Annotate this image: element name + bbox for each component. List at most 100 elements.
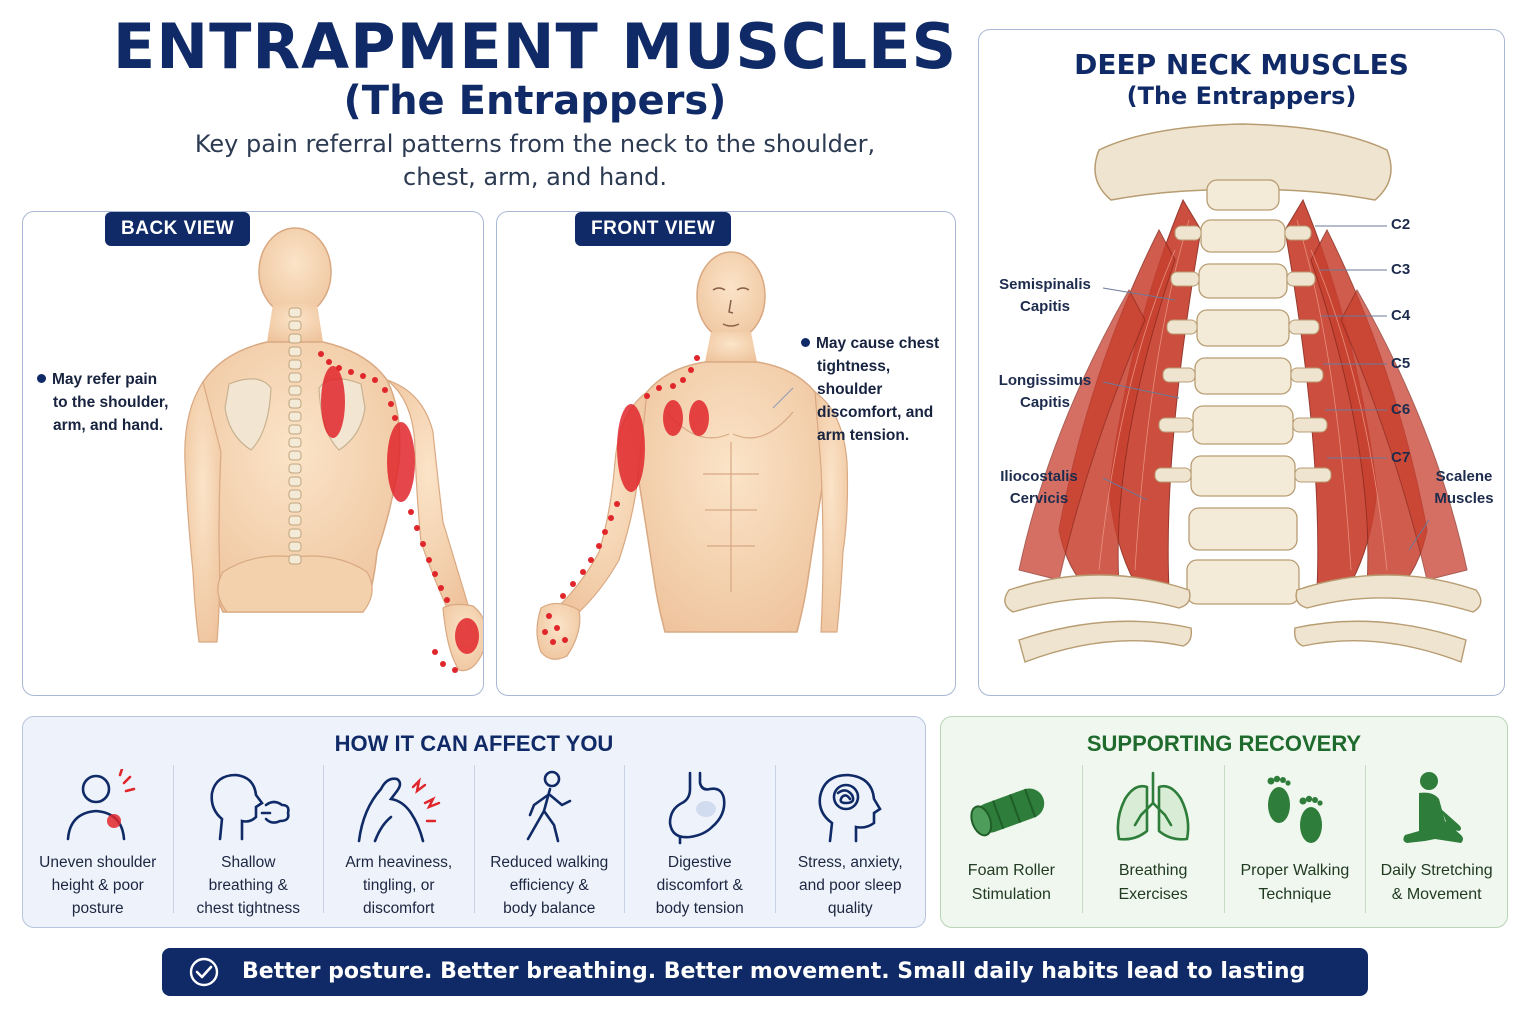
arm-tingling-icon [357,777,440,843]
item-line: efficiency & [509,877,589,894]
shoulder-pain-icon [66,769,136,841]
note-line: May refer pain [52,371,158,388]
label-line: Scalene [1435,468,1493,485]
label-line: Longissimus [998,372,1092,389]
recovery-title: SUPPORTING RECOVERY [1086,731,1362,756]
head-shape [696,251,766,341]
item-line: height & poor [51,877,144,894]
page-subtitle: (The Entrappers) [343,78,727,124]
back-view-panel: BACK VIEW May refer pain to the shoulder… [22,211,484,696]
affect-item-digestive: Digestive discomfort & body tension [625,765,776,917]
affect-title: HOW IT CAN AFFECT YOU [334,731,614,756]
item-line: body tension [655,900,744,917]
neck-anatomy-illustration [1004,123,1482,663]
item-line: Stimulation [971,886,1051,903]
recovery-section: SUPPORTING RECOVERY Foam Roller Stimulat… [940,716,1508,928]
label-c2: C2 [1391,216,1411,233]
bottom-banner: Better posture. Better breathing. Better… [162,948,1368,1024]
front-view-panel: FRONT VIEW May cause chest tightness, sh… [496,211,956,696]
item-line: Technique [1258,886,1332,903]
tagline-line: Key pain referral patterns from the neck… [194,130,876,158]
note-line: arm, and hand. [53,417,164,434]
label-c5: C5 [1391,355,1411,372]
recovery-item-foam-roller: Foam Roller Stimulation [941,765,1083,913]
stress-head-icon [818,773,883,843]
note-line: arm tension. [817,427,910,444]
item-line: & Movement [1391,886,1482,903]
item-line: discomfort [363,900,435,917]
affect-section: HOW IT CAN AFFECT YOU Uneven shoulder he… [22,716,926,928]
note-line: to the shoulder, [53,394,169,411]
label-leader-lines [1102,225,1430,551]
label-c4: C4 [1391,307,1411,324]
recovery-item-walking: Proper Walking Technique [1225,765,1367,913]
spine [288,307,302,565]
item-line: discomfort & [656,877,743,894]
recovery-item-stretching: Daily Stretching & Movement [1366,765,1507,913]
label-longissimus-capitis: Longissimus Capitis [993,370,1097,414]
affect-item-walking: Reduced walking efficiency & body balanc… [475,765,625,917]
front-view-label: FRONT VIEW [575,212,732,246]
label-c3: C3 [1391,261,1411,278]
tagline: Key pain referral patterns from the neck… [150,128,920,194]
item-line: Exercises [1118,886,1188,903]
item-line: Digestive [667,854,732,871]
item-line: Uneven shoulder [39,854,157,871]
bullet-dot [37,374,46,383]
right-arm-shape [814,390,849,633]
label-line: Muscles [1434,490,1494,507]
label-iliocostalis-cervicis: Iliocostalis Cervicis [987,466,1091,510]
footprints-icon [1267,775,1323,843]
item-line: quality [827,900,873,917]
item-line: body balance [503,900,596,917]
neck-shape [705,332,757,362]
note-pointer [772,387,794,409]
pelvis-shape [217,555,373,613]
right-muscle-group [1284,198,1468,591]
muscle-fibres [1098,219,1388,571]
check-circle-icon [189,957,219,987]
item-line: Stress, anxiety, [797,854,903,871]
label-scalene-muscles: Scalene Muscles [1423,466,1504,510]
label-c6: C6 [1391,401,1411,418]
deep-neck-panel: DEEP NECK MUSCLES (The Entrappers) Semis… [978,29,1505,696]
bullet-dot [801,338,810,347]
left-scapula [224,378,272,451]
front-view-figure [536,251,849,660]
back-view-figure [184,227,483,673]
label-semispinalis-capitis: Semispinalis Capitis [993,274,1097,318]
item-line: Daily Stretching [1380,862,1493,879]
label-line: Iliocostalis [1000,468,1078,485]
breathing-icon [210,773,290,841]
affect-item-stress: Stress, anxiety, and poor sleep quality [776,765,926,917]
note-line: discomfort, and [817,404,934,421]
recovery-item-breathing: Breathing Exercises [1083,765,1225,913]
label-c7: C7 [1391,449,1411,466]
pain-zones [318,351,479,673]
lungs-icon [1116,771,1190,841]
label-line: Semispinalis [999,276,1091,293]
pain-zones [542,355,709,645]
cervical-vertebrae [1186,179,1300,605]
tagline-line: chest, arm, and hand. [403,163,667,191]
skull-base [1094,123,1392,201]
left-arm-shape [184,380,222,643]
note-line: May cause chest [816,335,940,352]
item-line: Foam Roller [967,862,1055,879]
face-features [712,287,750,327]
item-line: Proper Walking [1240,862,1350,879]
item-line: posture [71,900,124,917]
item-line: Shallow [221,854,276,871]
item-line: chest tightness [196,900,300,917]
item-line: and poor sleep [798,877,902,894]
affect-item-posture: Uneven shoulder height & poor posture [23,765,174,917]
back-view-note: May refer pain to the shoulder, arm, and… [37,368,168,437]
item-line: Arm heaviness, [345,854,453,871]
back-view-label: BACK VIEW [105,212,251,246]
clavicles-and-ribs [1004,574,1482,663]
stomach-icon [668,771,726,845]
label-line: Capitis [1019,298,1070,315]
item-line: breathing & [208,877,288,894]
label-line: Cervicis [1009,490,1069,507]
label-line: Capitis [1019,394,1070,411]
